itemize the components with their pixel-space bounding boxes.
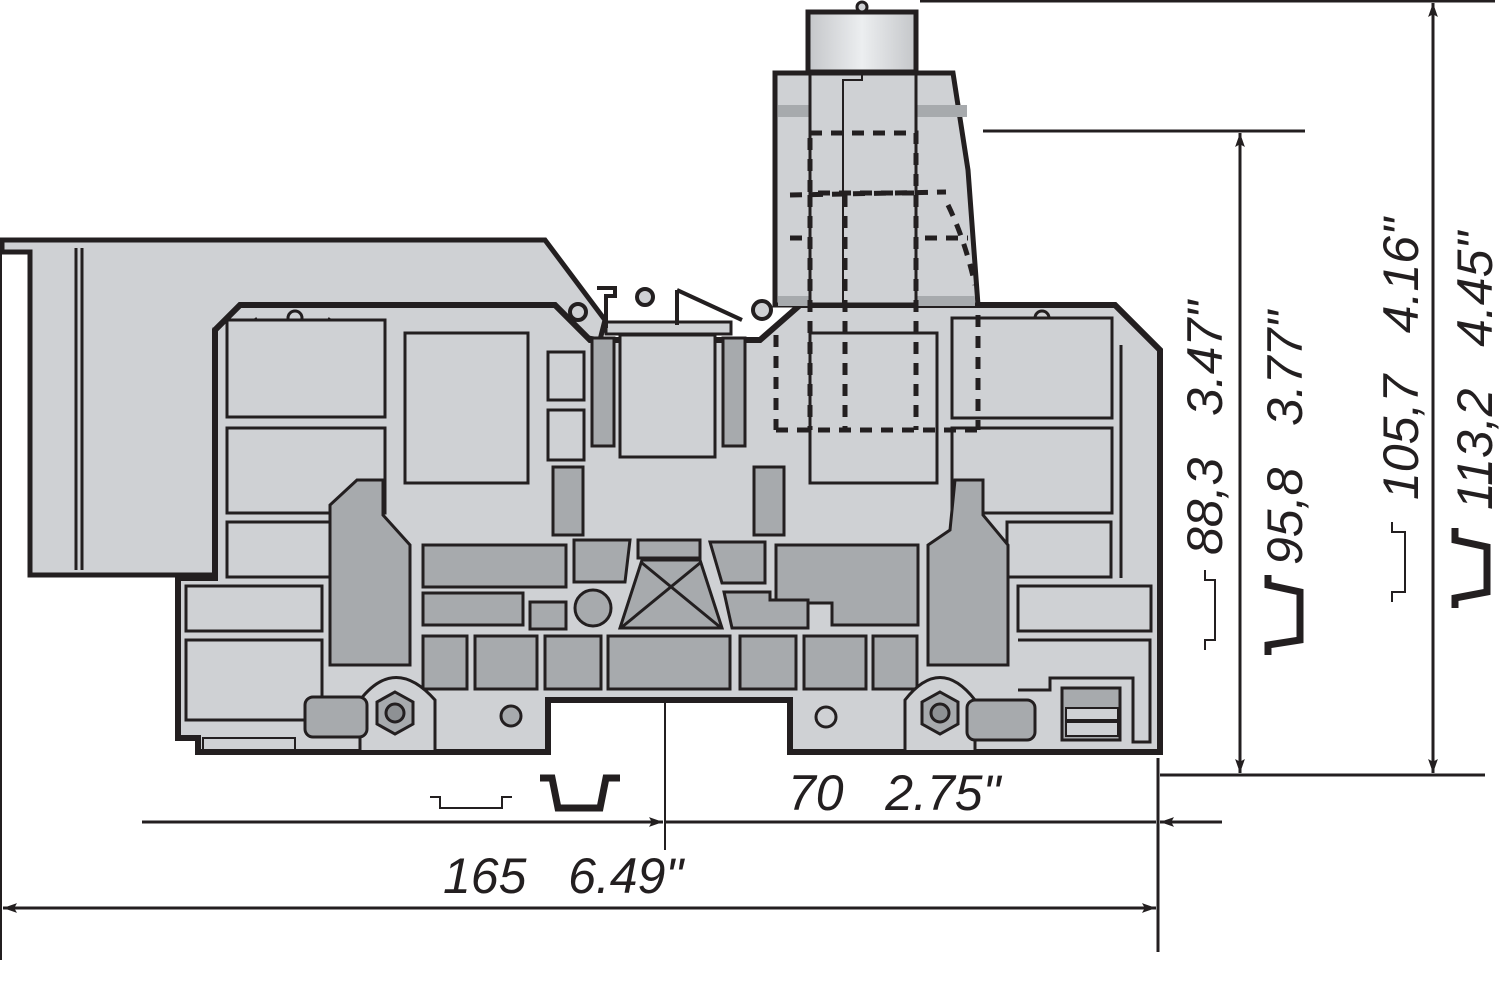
fuse-holder [772, 0, 981, 433]
din-rail-deep-icon-v1 [1264, 575, 1304, 655]
dim-label-88-3: 88,3 3.47" [1177, 299, 1233, 555]
din-rail-shallow-icon-v2 [1391, 522, 1406, 602]
din-rail-shallow-icon-v1 [1204, 570, 1216, 650]
right-mounting-screw [903, 676, 1037, 750]
dim-label-95-8: 95,8 3.77" [1257, 309, 1313, 565]
dim-label-105-7: 105,7 4.16" [1373, 216, 1429, 500]
dim-label-113-2: 113,2 4.45" [1447, 230, 1500, 510]
din-rail-deep-icon [540, 774, 620, 812]
terminal-body [175, 286, 1163, 755]
left-mounting-screw [303, 676, 437, 750]
fuse-cap [805, 9, 919, 75]
dim-label-165: 165 6.49" [443, 848, 685, 904]
dimension-lines [3, 0, 1495, 952]
din-rail-deep-icon-v2 [1451, 528, 1491, 608]
dim-label-70: 70 2.75" [788, 765, 1003, 821]
din-rail-shallow-icon [430, 796, 512, 809]
